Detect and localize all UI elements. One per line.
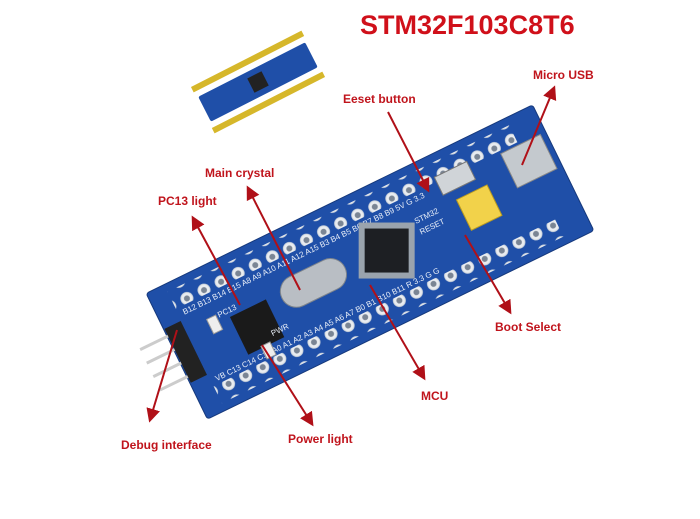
label-main-crystal: Main crystal: [205, 166, 274, 180]
pc13-led: [205, 314, 224, 335]
label-power-light: Power light: [288, 432, 353, 446]
thumbnail-board: [190, 30, 326, 134]
arrow-main-crystal: [246, 185, 301, 291]
mcu-chip: [358, 222, 415, 279]
reset-button: [433, 160, 477, 196]
arrow-power-light: [261, 344, 314, 427]
top-pin-row: [167, 125, 518, 309]
boot-jumpers: [455, 184, 503, 232]
arrow-debug-interface: [146, 329, 178, 423]
label-reset-button: Eeset button: [343, 92, 416, 106]
label-pc13-light: PC13 light: [158, 194, 217, 208]
arrow-boot-select: [464, 234, 512, 315]
micro-usb-port: [500, 133, 558, 189]
stm32-board: B12 B13 B14 B15 A8 A9 A10 A11 A12 A15 B3…: [139, 105, 594, 419]
arrow-mcu: [369, 284, 426, 381]
power-led: [260, 341, 277, 360]
label-mcu: MCU: [421, 389, 448, 403]
arrow-pc13-light: [191, 215, 241, 306]
label-boot-select: Boot Select: [495, 320, 561, 334]
label-micro-usb: Micro USB: [533, 68, 594, 82]
arrow-micro-usb: [521, 85, 557, 166]
bottom-pin-row: [213, 219, 564, 404]
main-crystal: [279, 258, 348, 308]
label-debug-interface: Debug interface: [121, 438, 212, 452]
voltage-regulator: [229, 299, 285, 355]
product-title: STM32F103C8T6: [360, 10, 575, 40]
arrow-reset-button: [387, 111, 430, 193]
